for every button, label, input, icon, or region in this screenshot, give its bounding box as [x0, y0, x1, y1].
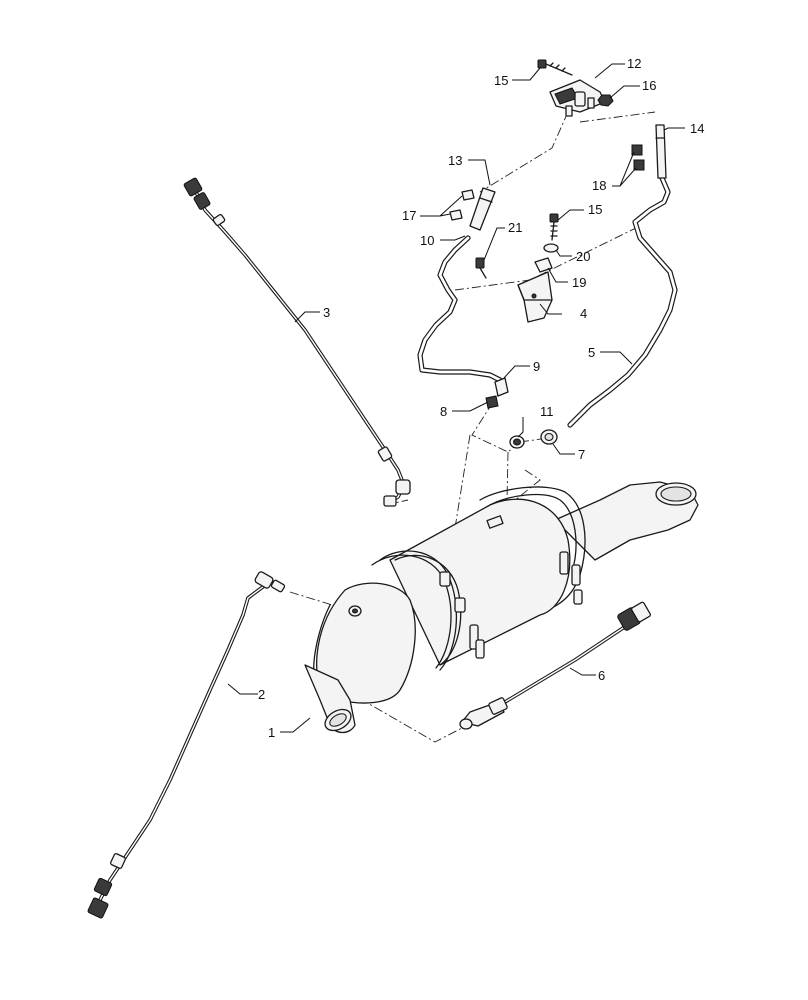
callout-11: 11 — [540, 404, 554, 419]
callout-labels: 1 2 3 4 5 6 7 8 9 10 11 12 13 14 15 15 1… — [258, 56, 704, 740]
pressure-tube-5 — [567, 175, 678, 428]
pressure-sensor-12 — [549, 79, 606, 117]
callout-9: 9 — [533, 359, 540, 374]
fitting-7 — [540, 429, 558, 445]
bolt-15-upper — [537, 59, 573, 76]
callout-15-upper: 15 — [494, 73, 508, 88]
callout-1: 1 — [268, 725, 275, 740]
callout-3: 3 — [323, 305, 330, 320]
callout-4: 4 — [580, 306, 587, 321]
callout-20: 20 — [576, 249, 590, 264]
callout-8: 8 — [440, 404, 447, 419]
bracket-4 — [517, 271, 553, 323]
exhaust-temp-sensor-3 — [183, 177, 411, 507]
callout-6: 6 — [598, 668, 605, 683]
pressure-tube-10 — [417, 235, 503, 383]
washer-20 — [543, 243, 559, 253]
clips-17 — [449, 189, 475, 221]
nut-16 — [597, 94, 614, 107]
fitting-11 — [509, 435, 525, 449]
callout-13: 13 — [448, 153, 462, 168]
callout-12: 12 — [627, 56, 641, 71]
nox-sensor-6 — [459, 601, 651, 730]
callout-leaders — [227, 63, 685, 733]
dpf-canister — [304, 481, 699, 734]
callout-10: 10 — [420, 233, 434, 248]
hose-13 — [469, 187, 496, 231]
callout-18: 18 — [592, 178, 606, 193]
bolt-21 — [475, 257, 487, 279]
callout-19: 19 — [572, 275, 586, 290]
exhaust-temp-sensor-2 — [87, 571, 286, 919]
callout-14: 14 — [690, 121, 704, 136]
clips-18 — [631, 144, 645, 171]
callout-16: 16 — [642, 78, 656, 93]
callout-15-lower: 15 — [588, 202, 602, 217]
callout-2: 2 — [258, 687, 265, 702]
fitting-8 — [485, 395, 499, 409]
callout-17: 17 — [402, 208, 416, 223]
callout-5: 5 — [588, 345, 595, 360]
hose-14 — [655, 124, 667, 179]
fitting-9 — [494, 377, 509, 397]
callout-21: 21 — [508, 220, 522, 235]
bolt-15-lower — [549, 213, 559, 241]
callout-7: 7 — [578, 447, 585, 462]
